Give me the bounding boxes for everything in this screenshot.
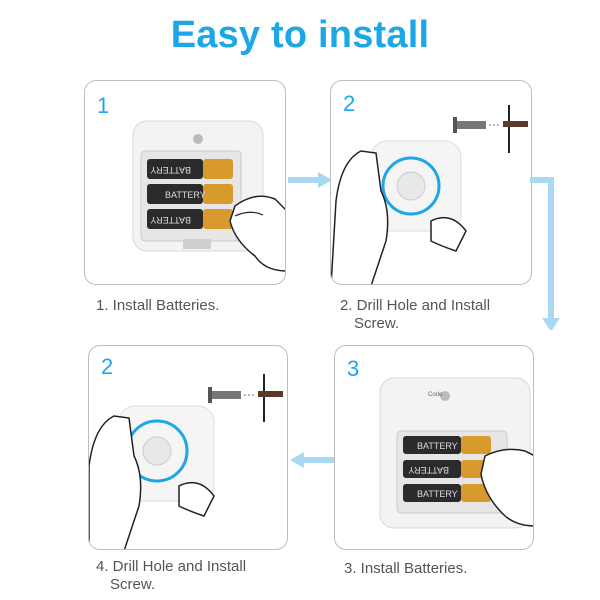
page-title: Easy to install [170,14,430,56]
hand-icon [229,195,285,272]
screw-icon [208,387,254,403]
svg-text:BATTERY: BATTERY [165,190,206,200]
step-number: 2 [101,354,114,379]
step-caption-4: 4. Drill Hole and Install Screw. [96,558,247,593]
arrow-down-icon [530,177,560,330]
arrow-left-icon [290,452,336,468]
battery-icon [147,159,233,229]
drill-screw-illustration [331,105,528,284]
step-number: 1 [97,93,110,118]
step-panel-1: 1 BATTERY BATTERY BATTERY [84,80,286,285]
svg-text:BATTERY: BATTERY [417,489,458,499]
step-panel-3: 3 Code BATTERY BATTERY BATTERY [334,345,534,550]
battery-install-illustration: Code BATTERY BATTERY BATTERY [379,377,533,529]
svg-text:BATTERY: BATTERY [150,215,191,225]
step-caption-2: 2. Drill Hole and Install Screw. [340,297,491,332]
step-caption-3: 3. Install Batteries. [344,560,468,577]
step-number: 2 [343,91,356,116]
step-caption-1: 1. Install Batteries. [96,297,220,314]
hand-icon [331,150,389,284]
svg-text:BATTERY: BATTERY [150,165,191,175]
screw-icon [453,117,499,133]
hand-icon [480,448,533,527]
step-panel-2: 2 [330,80,532,285]
step-number: 3 [347,356,360,381]
drill-screw-illustration [89,374,283,549]
svg-text:BATTERY: BATTERY [417,441,458,451]
svg-text:Code: Code [428,392,443,398]
hand-icon [89,415,142,549]
svg-text:BATTERY: BATTERY [408,465,449,475]
battery-icon [403,436,491,502]
step-panel-4: 2 [88,345,288,550]
arrow-right-icon [288,172,332,188]
battery-install-illustration: BATTERY BATTERY BATTERY [132,120,285,272]
